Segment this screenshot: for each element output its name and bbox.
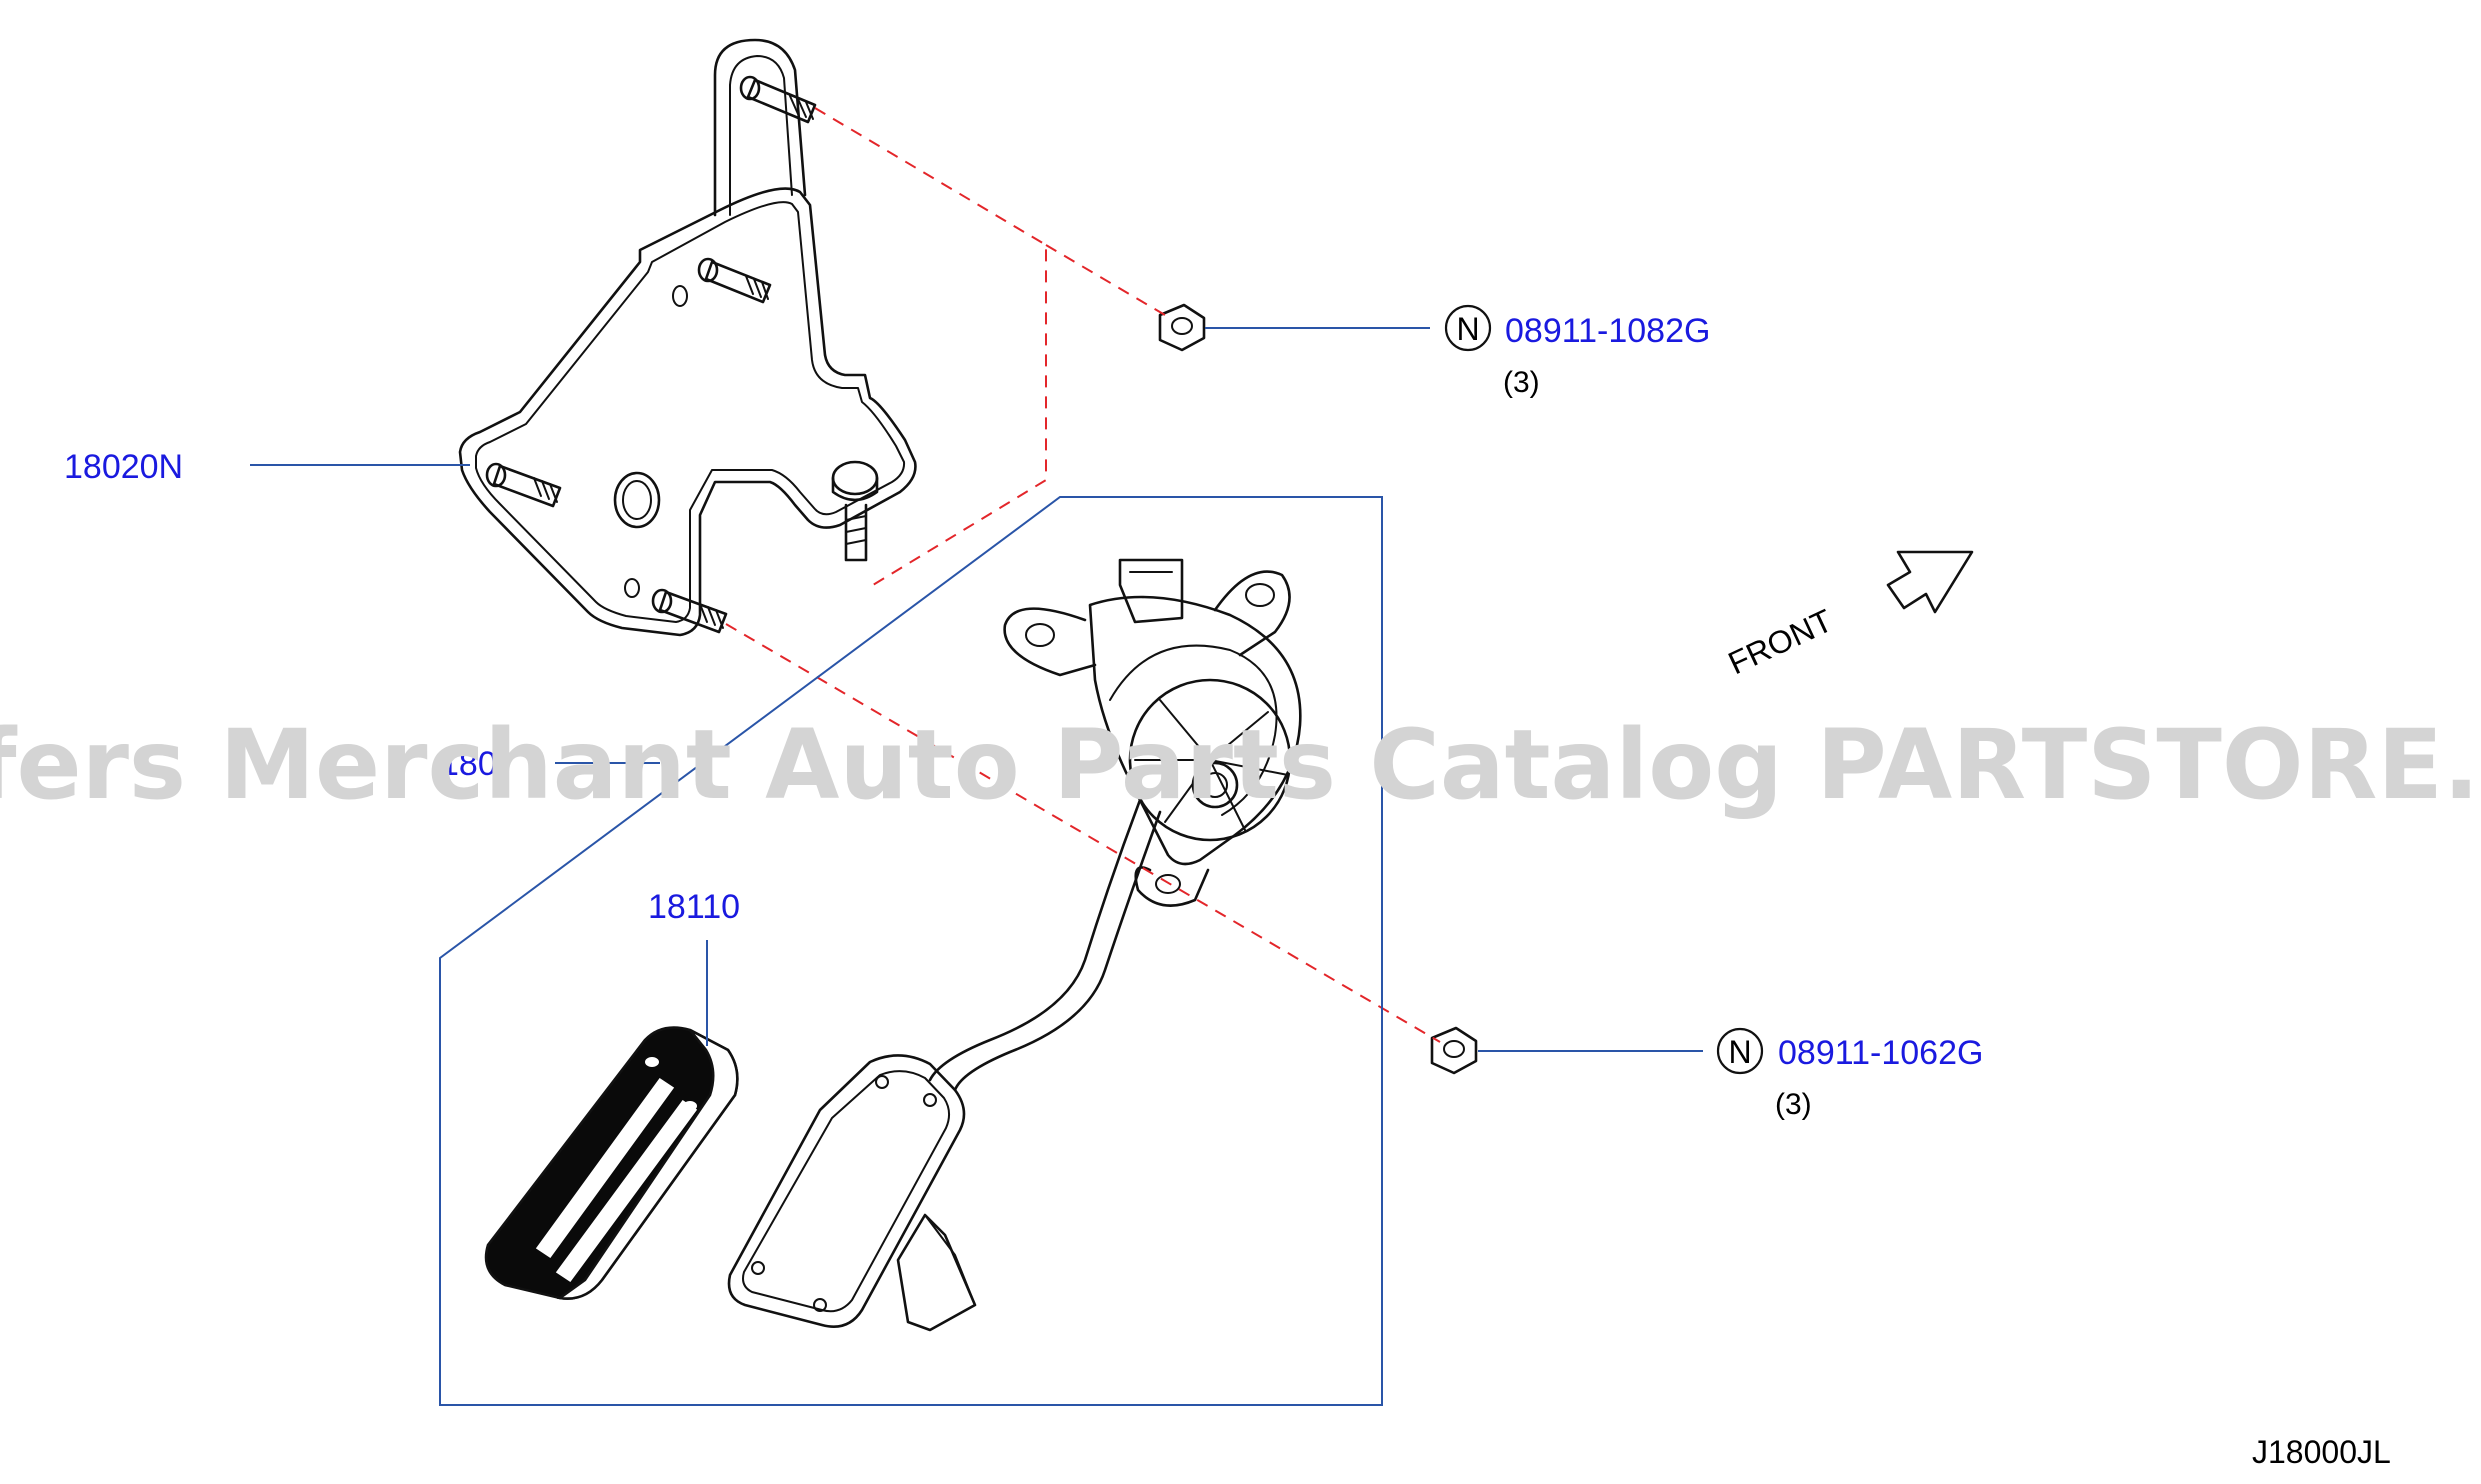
nut-symbol-circle-lower bbox=[1716, 1027, 1764, 1075]
label-pedal-pad[interactable]: 18110 bbox=[648, 888, 740, 926]
front-label: FRONT bbox=[1723, 602, 1838, 681]
nut-symbol-upper: N bbox=[1456, 311, 1479, 347]
label-pedal-assembly[interactable]: 180 bbox=[440, 745, 497, 783]
pedal-assembly-drawing bbox=[727, 558, 1302, 1332]
pedal-assembly-group-box bbox=[439, 496, 1383, 1406]
nut-lower-drawing bbox=[1430, 1026, 1478, 1075]
diagram-code: J18000JL bbox=[2252, 1434, 2391, 1470]
alignment-lines bbox=[725, 107, 1441, 1043]
label-nut-upper[interactable]: 08911-1082G bbox=[1505, 312, 1710, 350]
front-indicator: FRONT bbox=[1723, 550, 1974, 681]
label-nut-lower-qty: (3) bbox=[1775, 1088, 1812, 1121]
stud-upper-mid bbox=[697, 257, 772, 304]
label-nut-upper-qty: (3) bbox=[1503, 366, 1540, 399]
front-arrow-icon bbox=[1886, 550, 1974, 614]
pedal-pad-drawing bbox=[484, 1026, 739, 1300]
bracket-drawing bbox=[458, 38, 917, 637]
stud-pin bbox=[831, 460, 879, 562]
label-nut-lower[interactable]: 08911-1062G bbox=[1778, 1034, 1983, 1072]
nut-upper-drawing bbox=[1158, 303, 1206, 352]
nut-symbol-lower: N bbox=[1728, 1034, 1751, 1070]
label-bracket[interactable]: 18020N bbox=[64, 448, 183, 486]
stud-top bbox=[739, 75, 817, 124]
nut-symbol-circle-upper bbox=[1444, 304, 1492, 352]
watermark: Offers Merchant Auto Parts Catalog PARTS… bbox=[0, 709, 2481, 821]
stud-lower bbox=[651, 588, 728, 634]
stud-left bbox=[485, 462, 562, 508]
